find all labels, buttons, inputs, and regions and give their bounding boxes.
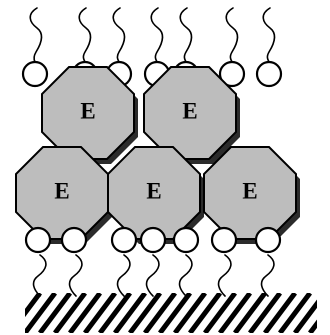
lower-lipid-heads xyxy=(24,226,282,254)
lipid-head xyxy=(254,226,282,254)
lipid-head xyxy=(139,226,167,254)
lipid-tail xyxy=(260,254,275,297)
lipid-tail xyxy=(68,254,83,297)
enzyme-label: E xyxy=(242,178,257,203)
enzyme-upper-left: E xyxy=(41,66,138,164)
lipid-head xyxy=(172,226,200,254)
lipid-head xyxy=(24,226,52,254)
lipid-head xyxy=(60,226,88,254)
substrate-hatching xyxy=(25,293,317,333)
enzyme-label: E xyxy=(182,98,197,123)
lipid-tail xyxy=(225,7,239,63)
lipid-head xyxy=(255,60,283,88)
lipid-head xyxy=(218,60,246,88)
lipid-tail xyxy=(178,254,193,297)
lipid-tail xyxy=(112,7,126,63)
enzyme-label: E xyxy=(54,178,69,203)
enzyme-label: E xyxy=(80,98,95,123)
enzyme-lower-right: E xyxy=(203,146,300,244)
lipid-tail xyxy=(29,7,43,63)
enzyme-lower-left: E xyxy=(15,146,112,244)
lipid-tail xyxy=(32,254,47,297)
lipid-tail xyxy=(145,254,160,297)
lipid-tail xyxy=(150,7,164,63)
lipid-tail xyxy=(78,7,92,63)
enzyme-octagon xyxy=(143,66,237,160)
upper-lipid-tails xyxy=(29,7,276,63)
lipid-head xyxy=(210,226,238,254)
lipid-tail xyxy=(116,254,131,297)
lower-lipid-tails xyxy=(32,254,275,297)
enzyme-upper-right: E xyxy=(143,66,240,164)
enzyme-lower-middle: E xyxy=(107,146,204,244)
lipid-tail xyxy=(262,7,276,63)
lipid-head xyxy=(21,60,49,88)
lipid-tail xyxy=(217,254,232,297)
lipid-head xyxy=(110,226,138,254)
enzyme-octagon xyxy=(41,66,135,160)
lipid-tail xyxy=(179,7,193,63)
enzyme-label: E xyxy=(146,178,161,203)
